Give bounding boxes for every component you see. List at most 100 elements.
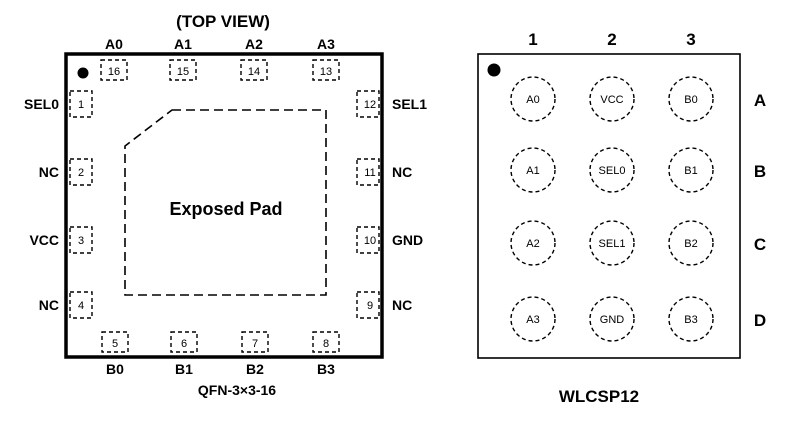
pin-pad (312, 59, 340, 81)
pin-number: 15 (177, 66, 189, 78)
ball-outline (589, 76, 635, 122)
qfn-pin-7: 7B2 (241, 331, 269, 377)
wlcsp-ball-D1: A3 (510, 296, 556, 342)
wlcsp-ball-B2: SEL0 (589, 147, 635, 193)
pin-pad (241, 331, 269, 353)
ball-outline (510, 147, 556, 193)
exposed-pad-outline (124, 109, 327, 296)
ball-label: SEL0 (599, 165, 626, 177)
ball-outline (589, 296, 635, 342)
qfn-caption: QFN-3×3-16 (198, 382, 276, 398)
pin-number: 7 (252, 338, 258, 350)
qfn-pin-14: 14 A2 (240, 36, 268, 81)
pin-pad (69, 90, 93, 118)
pin-pad (356, 158, 380, 186)
ball-outline (510, 296, 556, 342)
wlcsp-ball-C1: A2 (510, 220, 556, 266)
wlcsp-ball-A1: A0 (510, 76, 556, 122)
pin-name: A3 (317, 36, 335, 52)
ball-label: A3 (526, 314, 539, 326)
wlcsp-caption: WLCSP12 (559, 387, 639, 406)
wlcsp-ball-A3: B0 (668, 76, 714, 122)
qfn-pin-8: 8B3 (312, 331, 340, 377)
qfn-body-outline (64, 52, 384, 359)
pin-pad (169, 59, 197, 81)
pin-number: 2 (78, 167, 84, 179)
pin-name: SEL0 (24, 96, 59, 112)
pin-name: GND (392, 232, 423, 248)
pin-pad (69, 226, 93, 254)
ball-label: VCC (600, 94, 623, 106)
pin-pad (240, 59, 268, 81)
pin-number: 12 (364, 99, 376, 111)
ball-outline (668, 147, 714, 193)
wlcsp-ball-C2: SEL1 (589, 220, 635, 266)
ball-label: A0 (526, 94, 539, 106)
pin-name: B2 (246, 361, 264, 377)
pin-pad (356, 291, 380, 319)
wlcsp-body-outline (477, 53, 741, 359)
ball-outline (668, 220, 714, 266)
row-label: B (754, 162, 766, 181)
pin-number: 9 (367, 300, 373, 312)
pin-number: 5 (112, 338, 118, 350)
pin-pad (356, 90, 380, 118)
pin-name: A0 (105, 36, 123, 52)
wlcsp-ball-a1-marker (487, 63, 501, 77)
qfn-pin-6: 6B1 (170, 331, 198, 377)
pin-pad (69, 158, 93, 186)
ball-label: B0 (684, 94, 697, 106)
pin-pad (101, 331, 129, 353)
column-label: 1 (528, 30, 537, 49)
pin-number: 16 (108, 66, 120, 78)
pin-number: 13 (320, 66, 332, 78)
ball-outline (668, 296, 714, 342)
ball-label: SEL1 (599, 238, 626, 250)
pin-pad (170, 331, 198, 353)
pin-name: NC (39, 164, 59, 180)
ball-outline (589, 147, 635, 193)
column-label: 2 (607, 30, 616, 49)
ball-outline (510, 76, 556, 122)
ball-outline (510, 220, 556, 266)
qfn-pin1-marker (77, 67, 89, 79)
row-label: A (754, 91, 766, 110)
ball-outline (668, 76, 714, 122)
qfn-pin-4: 4NC (39, 291, 93, 319)
pin-name: A2 (245, 36, 263, 52)
column-label: 3 (686, 30, 695, 49)
pin-name: B3 (317, 361, 335, 377)
pin-name: NC (39, 297, 59, 313)
row-label: D (754, 311, 766, 330)
ball-label: GND (600, 314, 625, 326)
wlcsp-ball-D3: B3 (668, 296, 714, 342)
qfn-pin-5: 5B0 (101, 331, 129, 377)
qfn-pin-2: 2 NC (39, 158, 93, 186)
ball-outline (589, 220, 635, 266)
qfn-pin-16: 16 A0 (100, 36, 128, 81)
pin-number: 3 (78, 235, 84, 247)
qfn-pin-13: 13 A3 (312, 36, 340, 81)
pin-pad (312, 331, 340, 353)
pin-number: 1 (78, 99, 84, 111)
pin-name: B1 (175, 361, 193, 377)
wlcsp-ball-D2: GND (589, 296, 635, 342)
qfn-pin-1: 1 SEL0 (24, 90, 93, 118)
pin-number: 11 (364, 167, 375, 179)
pin-number: 14 (248, 66, 260, 78)
ball-label: A1 (526, 165, 539, 177)
ball-label: B1 (684, 165, 697, 177)
qfn-title: (TOP VIEW) (176, 12, 270, 31)
pin-number: 6 (181, 338, 187, 350)
pin-name: B0 (106, 361, 124, 377)
